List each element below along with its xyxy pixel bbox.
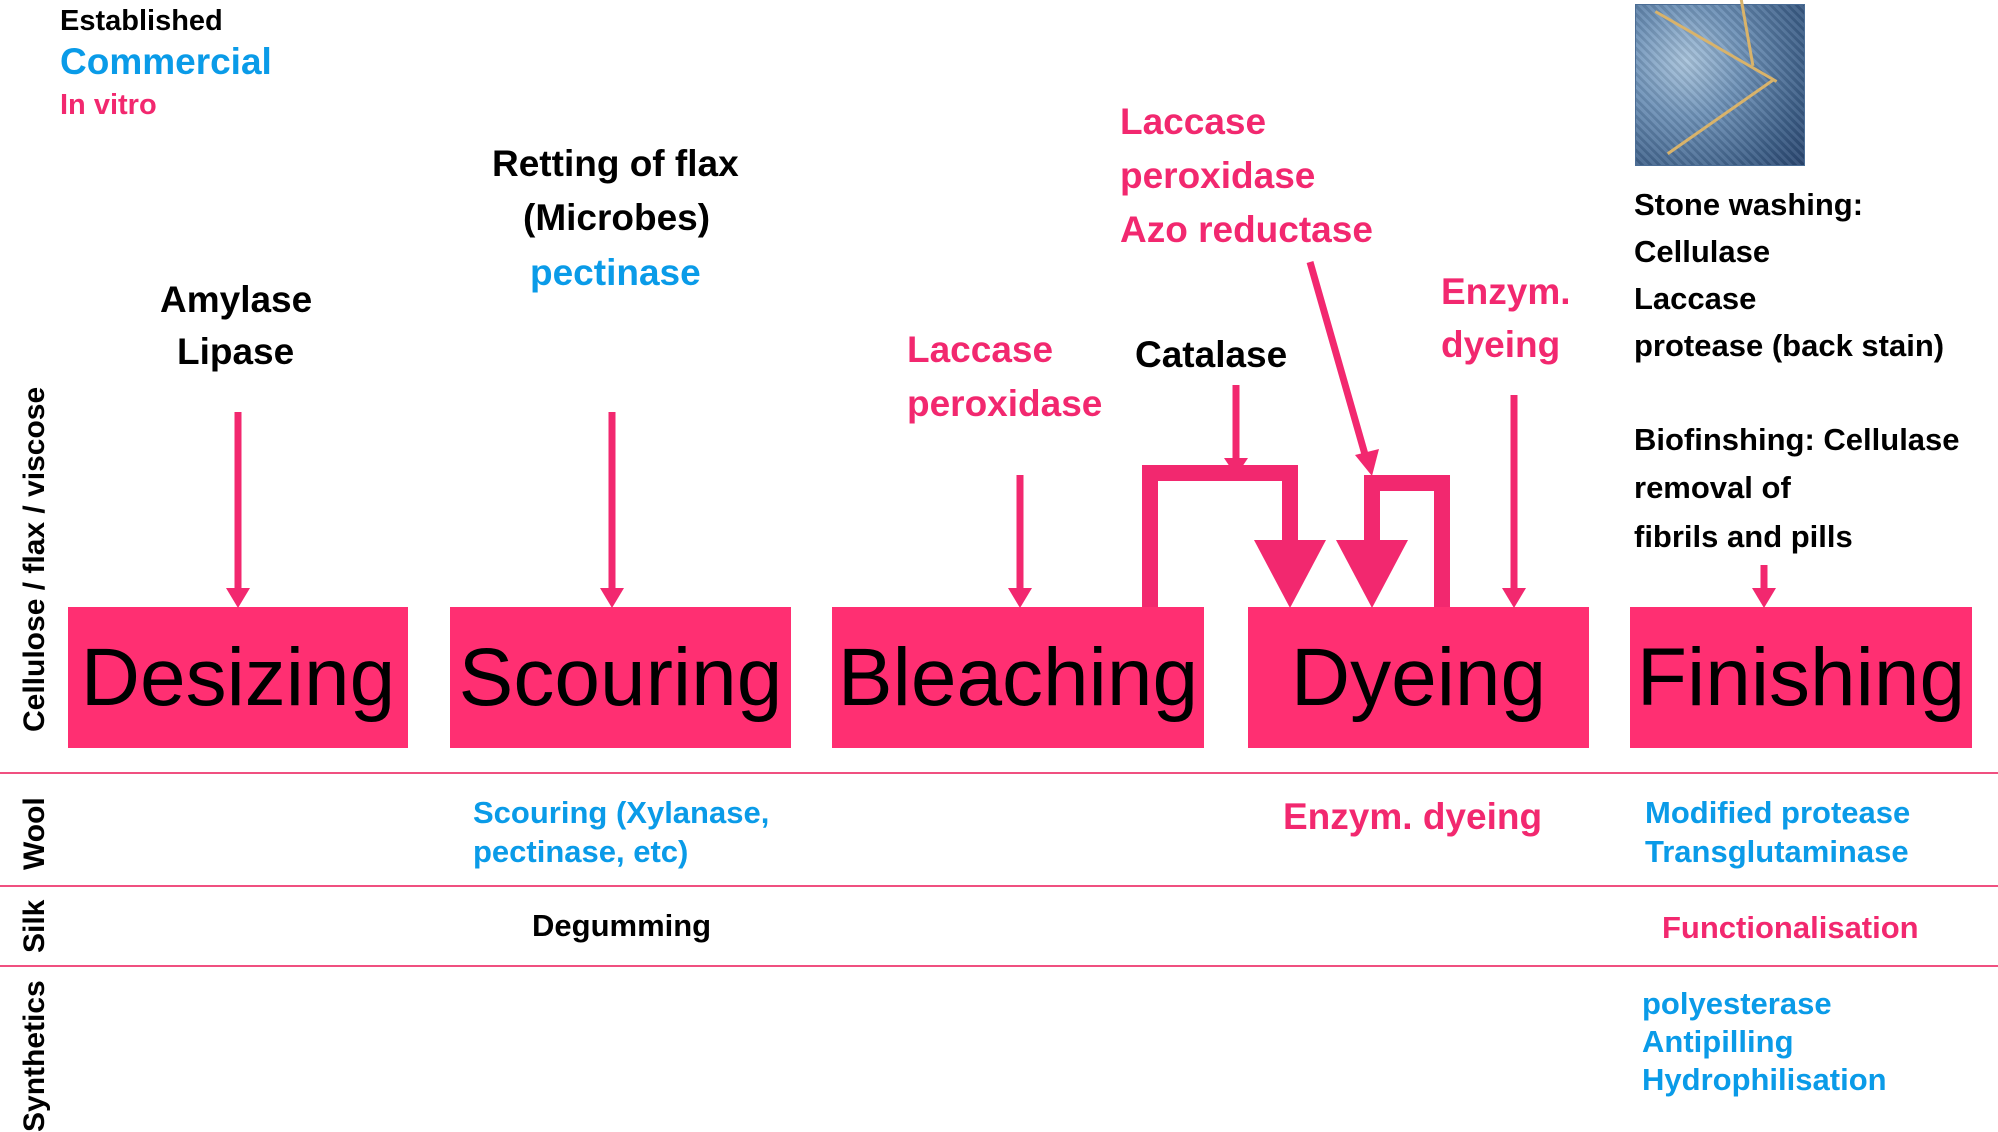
arrowhead-bleaching <box>1008 588 1032 608</box>
finishing-cellulase: Cellulase <box>1634 233 1770 270</box>
finishing-stone-washing: Stone washing: <box>1634 186 1863 223</box>
wool-scouring-line1: Scouring (Xylanase, <box>473 794 769 831</box>
denim-jeans-photo <box>1635 4 1805 166</box>
wool-finishing-line1: Modified protease <box>1645 794 1910 831</box>
bleaching-laccase: Laccase <box>907 328 1053 372</box>
enzym-dyeing-line1: Enzym. <box>1441 270 1571 314</box>
wool-finishing-line2: Transglutaminase <box>1645 833 1909 870</box>
catalase-connector-head <box>1254 540 1326 608</box>
scouring-microbes: (Microbes) <box>523 196 710 240</box>
synthetics-polyesterase: polyesterase <box>1642 985 1832 1022</box>
dyeing-connector-head <box>1336 540 1408 608</box>
synthetics-antipilling: Antipilling <box>1642 1023 1794 1060</box>
arrowhead-scouring <box>600 588 624 608</box>
enzym-dyeing-line2: dyeing <box>1441 323 1560 367</box>
arrowhead-finishing <box>1752 588 1776 608</box>
finishing-fibrils: fibrils and pills <box>1634 518 1853 555</box>
bleaching-peroxidase: peroxidase <box>907 382 1102 426</box>
arrowhead-desizing <box>226 588 250 608</box>
dyeing-peroxidase: peroxidase <box>1120 154 1315 198</box>
arrow-azo-reductase <box>1310 262 1366 458</box>
silk-degumming: Degumming <box>532 907 711 944</box>
finishing-protease: protease (back stain) <box>1634 327 1944 364</box>
arrowhead-enzym-dyeing <box>1502 588 1526 608</box>
finishing-biofinishing: Biofinshing: Cellulase <box>1634 421 1960 458</box>
desizing-enzyme-1: Amylase <box>160 278 312 322</box>
dyeing-laccase: Laccase <box>1120 100 1266 144</box>
silk-functionalisation: Functionalisation <box>1662 909 1919 946</box>
synthetics-hydrophilisation: Hydrophilisation <box>1642 1061 1887 1098</box>
finishing-removal: removal of <box>1634 469 1791 506</box>
desizing-enzyme-2: Lipase <box>177 330 294 374</box>
scouring-retting: Retting of flax <box>492 142 739 186</box>
finishing-laccase: Laccase <box>1634 280 1756 317</box>
dyeing-azo-reductase: Azo reductase <box>1120 208 1373 252</box>
wool-dyeing: Enzym. dyeing <box>1283 795 1542 839</box>
arrowhead-azo-reductase <box>1355 449 1379 476</box>
scouring-pectinase: pectinase <box>530 251 701 295</box>
wool-scouring-line2: pectinase, etc) <box>473 833 688 870</box>
catalase-label: Catalase <box>1135 333 1287 377</box>
